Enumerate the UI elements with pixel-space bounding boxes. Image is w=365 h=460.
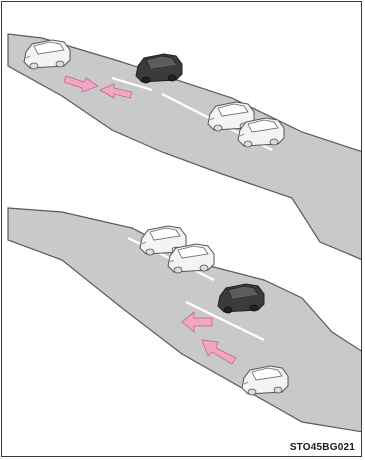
car-dark [136, 54, 182, 83]
figure-code: STO45BG021 [290, 442, 355, 453]
illustration [2, 2, 362, 457]
bottom-panel [8, 208, 362, 432]
